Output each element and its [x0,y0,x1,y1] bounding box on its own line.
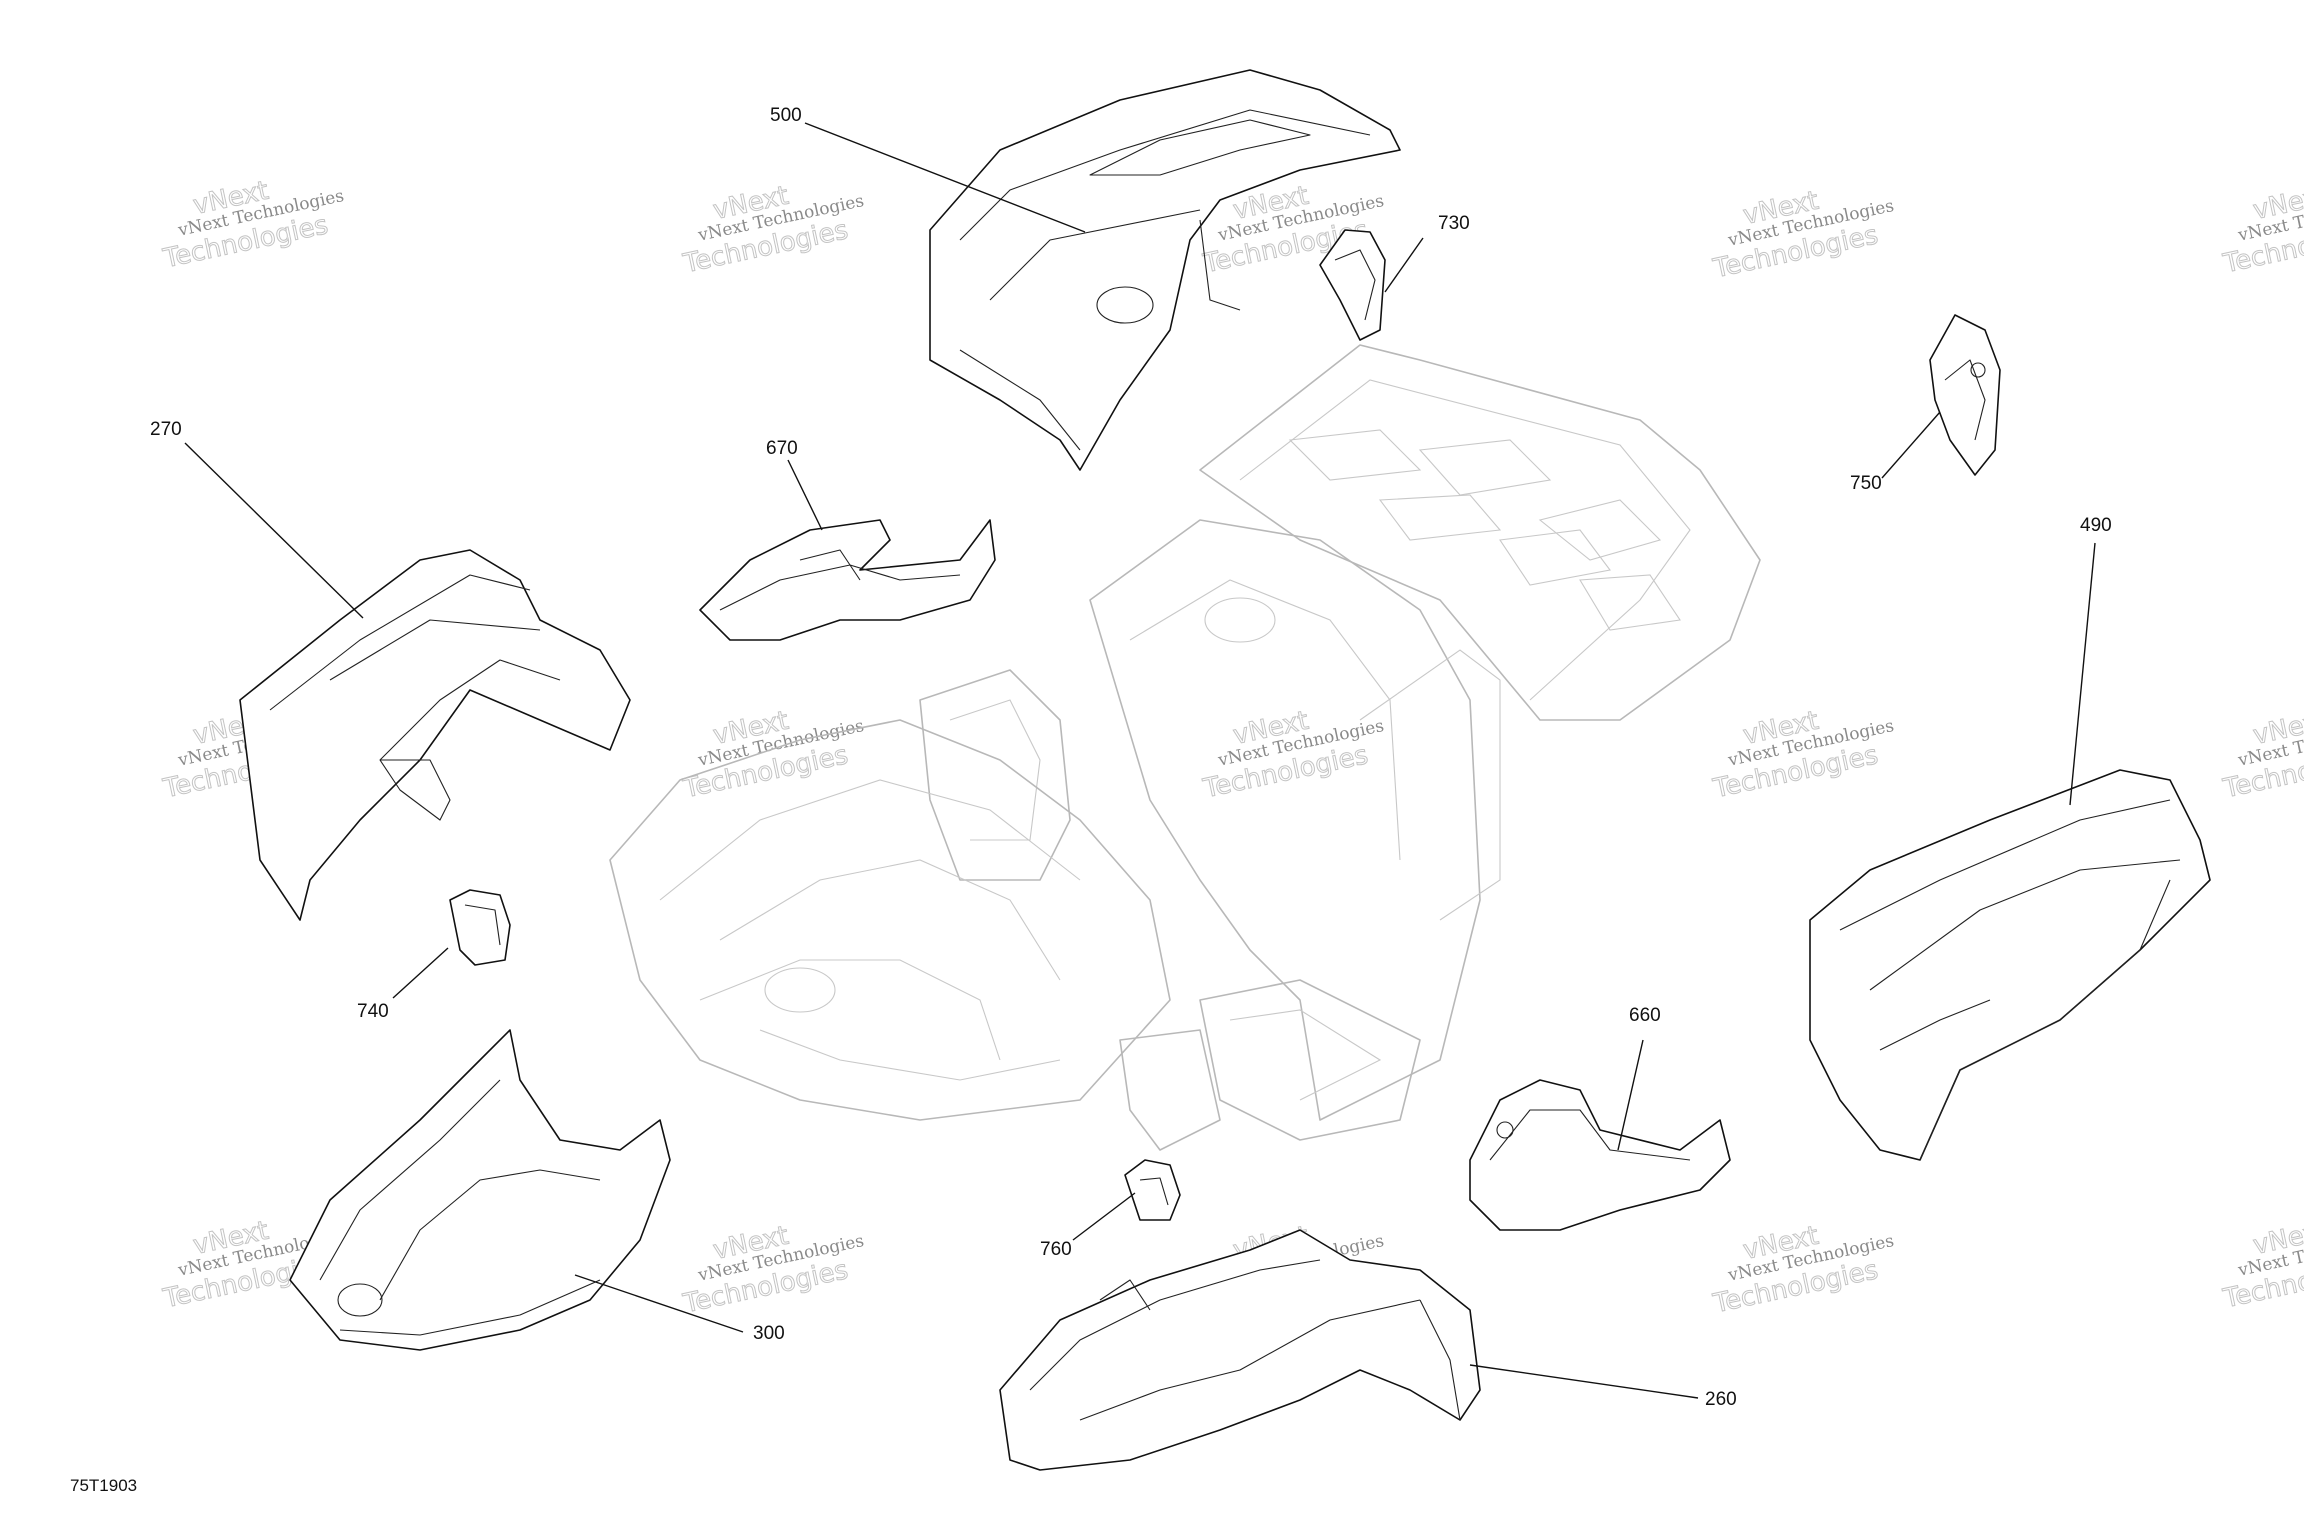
part-490-rear-fender-right [1809,769,2211,1161]
watermark-tile: vNext vNext Technologies Technologies [680,180,866,280]
leader-270 [184,442,364,619]
callout-260: 260 [1705,1389,1737,1410]
watermark-tile: vNext vNext Technologies Technologies [1710,705,1896,805]
part-270-front-fender-left [239,549,631,921]
watermark-tile: vNext vNext Technologies Technologies [2220,180,2304,280]
watermark-tile: vNext vNext Technologies Technologies [680,705,866,805]
watermark-tile: vNext vNext Technologies Technologies [1200,705,1386,805]
part-300-front-hood [289,1029,671,1351]
leader-670 [787,459,823,531]
part-260-front-fender-right [999,1229,1481,1471]
leader-500 [804,122,1086,233]
leader-750 [1881,411,1941,479]
part-500-rear-fender-left [929,69,1401,471]
callout-660: 660 [1629,1005,1661,1026]
watermark-grid: vNext vNext Technologies Technologies vN… [160,175,2304,1320]
callout-730: 730 [1438,213,1470,234]
part-730-bracket [1319,229,1386,341]
callout-750: 750 [1850,473,1882,494]
part-660-inner-panel [1469,1079,1731,1231]
vehicle-frame-ghost [609,344,1761,1151]
watermark-tile: vNext vNext Technologies Technologies [160,175,346,275]
part-670-inner-panel [699,519,996,641]
leader-lines [184,122,2096,1399]
watermark-tile: vNext vNext Technologies Technologies [1710,185,1896,285]
leader-490 [2069,542,2096,806]
part-740-bracket [449,889,511,966]
watermark-tile: vNext vNext Technologies Technologies [2220,705,2304,805]
leader-760 [1072,1192,1136,1241]
leader-730 [1384,237,1424,293]
leader-740 [392,947,449,999]
callout-labels: 500 730 270 670 750 490 740 660 760 300 … [150,105,2112,1410]
callout-500: 500 [770,105,802,126]
diagram-code: 75T1903 [70,1476,137,1495]
callout-740: 740 [357,1001,389,1022]
leader-260 [1469,1364,1699,1399]
leader-300 [574,1274,744,1333]
part-760-bracket [1124,1159,1181,1221]
watermark-tile: vNext vNext Technologies Technologies [2220,1215,2304,1315]
callout-760: 760 [1040,1239,1072,1260]
watermark-tile: vNext vNext Technologies Technologies [1710,1220,1896,1320]
callout-270: 270 [150,419,182,440]
leader-660 [1617,1039,1644,1151]
watermark-tile: vNext vNext Technologies Technologies [680,1220,866,1320]
part-750-bracket [1929,314,2001,476]
callout-670: 670 [766,438,798,459]
callout-490: 490 [2080,515,2112,536]
callout-300: 300 [753,1323,785,1344]
